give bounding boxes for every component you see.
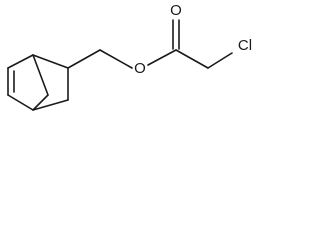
bond-ester-oxygen-carbonyl (147, 49, 177, 66)
chlorine-label: Cl (238, 37, 252, 54)
bond-c1-c7-bridge (32, 54, 49, 96)
bond-c1-c2 (7, 54, 34, 69)
bond-ch2-chlorine (207, 52, 233, 69)
carbonyl-oxygen-label: O (170, 2, 182, 19)
bond-c6-ch2 (67, 49, 101, 69)
bond-ch2-ester-oxygen (99, 49, 133, 69)
ester-side-chain (67, 19, 233, 69)
bond-c7-c4-bridge (32, 94, 49, 111)
ester-oxygen-label: O (134, 60, 146, 77)
chemical-structure-diagram: O O Cl (7, 2, 252, 111)
norbornene-ring (7, 54, 69, 111)
bond-c5-c4 (32, 99, 69, 111)
bond-c1-c6 (32, 54, 69, 69)
bond-c3-c4 (7, 94, 34, 111)
bond-carbonyl-ch2 (175, 49, 209, 69)
